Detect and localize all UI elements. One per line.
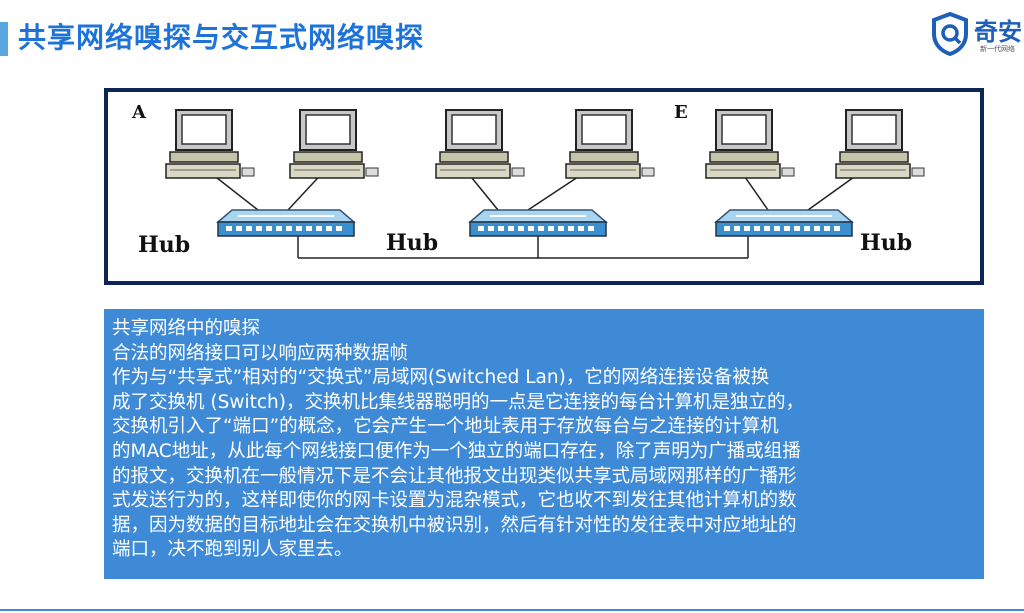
content-line-9: 端口，决不跑到别人家里去。 [112, 539, 353, 561]
logo: 奇安 新一代网络 [930, 10, 1024, 58]
hub-label-1: Hub [138, 232, 191, 258]
node-label-e: E [674, 102, 688, 123]
content-line-6: 的报文，交换机在一般情况下是不会让其他报文出现类似共享式局域网那样的广播形 [112, 465, 797, 487]
content-line-7: 式发送行为的，这样即使你的网卡设置为混杂模式，它也收不到发往其他计算机的数 [112, 490, 797, 512]
content-heading: 共享网络中的嗅探 [112, 318, 261, 339]
footer-divider [0, 609, 1024, 611]
slide-title: 共享网络嗅探与交互式网络嗅探 [18, 21, 425, 54]
content-line-4: 交换机引入了“端口”的概念，它会产生一个地址表用于存放每台与之连接的计算机 [112, 416, 779, 438]
hub-label-3: Hub [860, 230, 913, 256]
title-accent-bar [0, 22, 8, 56]
shield-logo-icon [932, 12, 968, 56]
computer-b2 [565, 109, 655, 179]
computer-a2 [289, 109, 379, 179]
explanation-textbox: 共享网络中的嗅探 合法的网络接口可以响应两种数据帧 作为与“共享式”相对的“交换… [104, 309, 984, 579]
content-line-3: 成了交换机 (Switch)，交换机比集线器聪明的一点是它连接的每台计算机是独立… [112, 391, 804, 413]
content-line-2: 作为与“共享式”相对的“交换式”局域网(Switched Lan)，它的网络连接… [112, 367, 770, 389]
logo-slogan: 新一代网络 [980, 45, 1015, 53]
content-line-8: 据，因为数据的目标地址会在交换机中被识别，然后有针对性的发往表中对应地址的 [112, 514, 797, 536]
computer-e1 [705, 109, 795, 179]
logo-text: 奇安 [974, 18, 1022, 46]
hub-device-3 [715, 209, 853, 237]
content-line-1: 合法的网络接口可以响应两种数据帧 [112, 342, 409, 364]
network-diagram: A E Hub Hub Hub [104, 88, 984, 285]
network-diagram-graphic [165, 109, 925, 259]
computer-b1 [435, 109, 525, 179]
hub-device-2 [469, 209, 607, 237]
content-line-5: 的MAC地址，从此每个网线接口便作为一个独立的端口存在，除了声明为广播或组播 [112, 440, 801, 462]
node-label-a: A [132, 102, 146, 123]
computer-e2 [835, 109, 925, 179]
hub-device-1 [217, 209, 355, 237]
hub-label-2: Hub [386, 230, 439, 256]
computer-a1 [165, 109, 255, 179]
